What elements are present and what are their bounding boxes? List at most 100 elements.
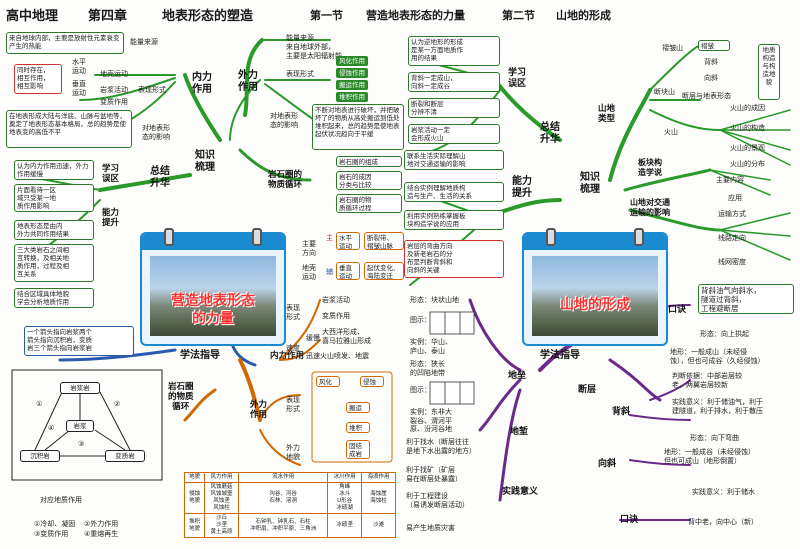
table-header-cell: 流水作用 bbox=[237, 472, 329, 483]
metamorphic-rock-node: 变质岩 bbox=[105, 450, 145, 462]
syncline-practice: 实践意义：利于储水 bbox=[692, 488, 755, 496]
table-header-cell: 地貌 bbox=[183, 472, 206, 483]
cycle-marker: ② bbox=[114, 400, 121, 408]
inner-fast-example: 火山喷发、地震 bbox=[320, 352, 369, 360]
left-ability-2: 三大类岩石之间相 互转换，及相关地 质作用，过程及相 互关系 bbox=[14, 244, 94, 282]
syncline-trick: 背中老，向中心（新） bbox=[688, 518, 758, 526]
table-header-row: 地貌 风力作用 流水作用 冰川作用 海浪作用 bbox=[183, 472, 396, 483]
outer-landform-label: 外力 地貌 bbox=[286, 444, 300, 461]
outer-consolidate-node: 固结 成岩 bbox=[346, 440, 370, 459]
vertical-move-box: 垂直 运动 bbox=[336, 262, 360, 280]
outer-forms-label: 表现 形式 bbox=[286, 396, 300, 413]
fault-mountain-label: 断块山 bbox=[654, 88, 675, 96]
syncline-item: 向斜 bbox=[704, 74, 718, 82]
horst-diagram-label: 图示： bbox=[410, 316, 431, 324]
table-header-cell: 海浪作用 bbox=[361, 472, 396, 483]
crust-movement-label: 地壳 运动 bbox=[302, 264, 316, 281]
traffic-branch: 山地对交通 运输的影响 bbox=[630, 198, 670, 217]
horst-shape: 形态：块状山地 bbox=[410, 296, 459, 304]
left-ability-3: 结合区域具体地貌 学会分析地质作用 bbox=[14, 288, 94, 308]
table-header-cell: 冰川作用 bbox=[327, 472, 363, 483]
section1-title: 营造地表形态的力量 bbox=[366, 9, 465, 22]
right-misc-3: 断裂和断层 分辨不清 bbox=[408, 98, 500, 118]
binder-ring-icon bbox=[252, 228, 262, 246]
inner-meta-label: 变质作用 bbox=[322, 312, 350, 320]
left-internal-branch: 内力 作用 bbox=[192, 72, 212, 95]
left-rock-method-branch: 岩石圈 的物质 循环 bbox=[168, 382, 194, 412]
mountain-landscape-image bbox=[532, 256, 658, 336]
volcano-distribution: 火山的分布 bbox=[730, 160, 765, 168]
practical-branch: 实践意义 bbox=[502, 487, 539, 497]
outer-erosion-node: 侵蚀 bbox=[360, 376, 384, 387]
left-study-misc-branch: 学习 误区 bbox=[102, 164, 120, 184]
cycle-marker: ③ bbox=[78, 440, 85, 448]
table-cell: 风蚀蘑菇 风蚀城堡 风蚀垄 风蚀柱 bbox=[204, 482, 239, 514]
graben-diagram-label: 图示： bbox=[410, 386, 431, 394]
internal-forms-label: 表现形式 bbox=[138, 86, 166, 94]
section1-number: 第一节 bbox=[310, 9, 343, 22]
left-ability-1: 地表形态是由内 外力共同作用结果 bbox=[14, 220, 94, 240]
erosion-tag: 侵蚀作用 bbox=[336, 68, 368, 78]
practical-hazard: 易产生地质灾害 bbox=[406, 524, 455, 532]
rock-process: 岩石圈的物 质循环过程 bbox=[336, 194, 402, 213]
cycle-legend-2: ②外力作用 bbox=[84, 520, 119, 528]
right-center-card: 山地的形成 bbox=[522, 228, 668, 346]
syncline-branch: 向斜 bbox=[598, 459, 617, 469]
volcano-cause: 火山的成因 bbox=[730, 104, 765, 112]
main-direction-label: 主要 方向 bbox=[302, 240, 316, 257]
inner-magma-label: 岩浆活动 bbox=[322, 296, 350, 304]
chapter-title: 地表形态的塑造 bbox=[162, 9, 254, 24]
outer-transport-node: 搬运 bbox=[346, 402, 370, 413]
horizontal-move-label: 水平 运动 bbox=[72, 58, 86, 75]
weathering-tag: 风化作用 bbox=[336, 56, 368, 66]
right-ability-branch: 能力 提升 bbox=[512, 176, 532, 199]
left-knowledge-branch: 知识 梳理 bbox=[195, 150, 215, 173]
left-method-branch: 学法指导 bbox=[180, 350, 220, 361]
internal-impact-desc: 在地表形成大陆与洋底、山脉与盆地等，奠定了地表形态基本格局，总的趋势是使地表变的… bbox=[6, 110, 132, 148]
external-impact-label: 对地表形 态的影响 bbox=[270, 112, 298, 129]
cycle-legend-3: ③变质作用 bbox=[34, 530, 69, 538]
main-tag: 主 bbox=[326, 234, 333, 242]
anticline-item: 背斜 bbox=[704, 58, 718, 66]
cycle-marker: ① bbox=[36, 400, 43, 408]
volcano-landscape: 火山的景观 bbox=[730, 144, 765, 152]
vertical-move-label: 垂直 运动 bbox=[72, 80, 86, 97]
practical-ore: 利于找矿（矿层 易在断层处暴露） bbox=[406, 466, 462, 483]
left-misc-1: 认为内力作用迅速，外力作用缓慢 bbox=[14, 160, 94, 180]
chapter-number: 第四章 bbox=[88, 9, 128, 24]
rock-types: 岩石的成因 分类与比较 bbox=[336, 171, 402, 190]
plate-branch: 板块构 造学说 bbox=[638, 158, 662, 177]
internal-impact-label: 对地表形 态的影响 bbox=[142, 124, 170, 141]
volcano-label: 火山 bbox=[664, 128, 678, 136]
inner-slow-label: 缓慢 bbox=[306, 334, 320, 342]
cycle-legend-1: ①冷却、凝固 bbox=[34, 520, 76, 528]
metamorph-label: 变质作用 bbox=[100, 98, 128, 106]
horizontal-move-box: 水平 运动 bbox=[336, 232, 360, 250]
rock-composition: 岩石圈的组成 bbox=[336, 156, 402, 167]
table-cell: 沙丘 沙垄 黄土高原 bbox=[204, 513, 239, 538]
mountain-landscape-image bbox=[150, 256, 276, 336]
cycle-legend-4: ④重熔再生 bbox=[84, 530, 119, 538]
mountain-type-branch: 山地 类型 bbox=[598, 104, 616, 124]
traffic-route: 线路走向 bbox=[718, 234, 746, 242]
left-external-branch: 外力 作用 bbox=[238, 70, 258, 93]
graben-shape: 形态：狭长 的凹陷地带 bbox=[410, 360, 445, 377]
section2-number: 第二节 bbox=[502, 9, 535, 22]
external-energy-desc: 来自地球外部， 主要是太阳辐射能 bbox=[286, 43, 342, 60]
outer-deposit-node: 堆积 bbox=[346, 422, 370, 433]
graben-examples: 实例：东非大 裂谷、渭河平 原、汾河谷地 bbox=[410, 408, 452, 433]
table-header-cell: 风力作用 bbox=[204, 472, 239, 483]
table-cell: 沟谷、河谷 石林、溶洞 bbox=[237, 482, 329, 514]
inner-forms-label: 表现 形式 bbox=[286, 304, 300, 321]
deposit-tag: 堆积作用 bbox=[336, 92, 368, 102]
right-ability-3: 岩层的弯曲方向 及新老岩石的分 布是判断背斜和 向斜的关键 bbox=[404, 240, 504, 278]
horizontal-move-example: 断裂带、 褶皱山脉 bbox=[364, 232, 404, 250]
anticline-practice: 实践意义：利于储油气，利于 建隧道，利于排水，利于散压 bbox=[672, 398, 763, 415]
magmatic-rock-node: 岩浆岩 bbox=[60, 382, 100, 394]
inner-speed-label: 速度 bbox=[286, 344, 300, 352]
magma-node: 岩浆 bbox=[66, 420, 94, 432]
table-cell: 角峰 冰斗 U形谷 冰碛湖 bbox=[327, 482, 363, 514]
anticline-judge: 判断依据：中部岩层较 老，两翼岩层较新 bbox=[672, 372, 742, 389]
book-title: 高中地理 bbox=[6, 9, 59, 24]
